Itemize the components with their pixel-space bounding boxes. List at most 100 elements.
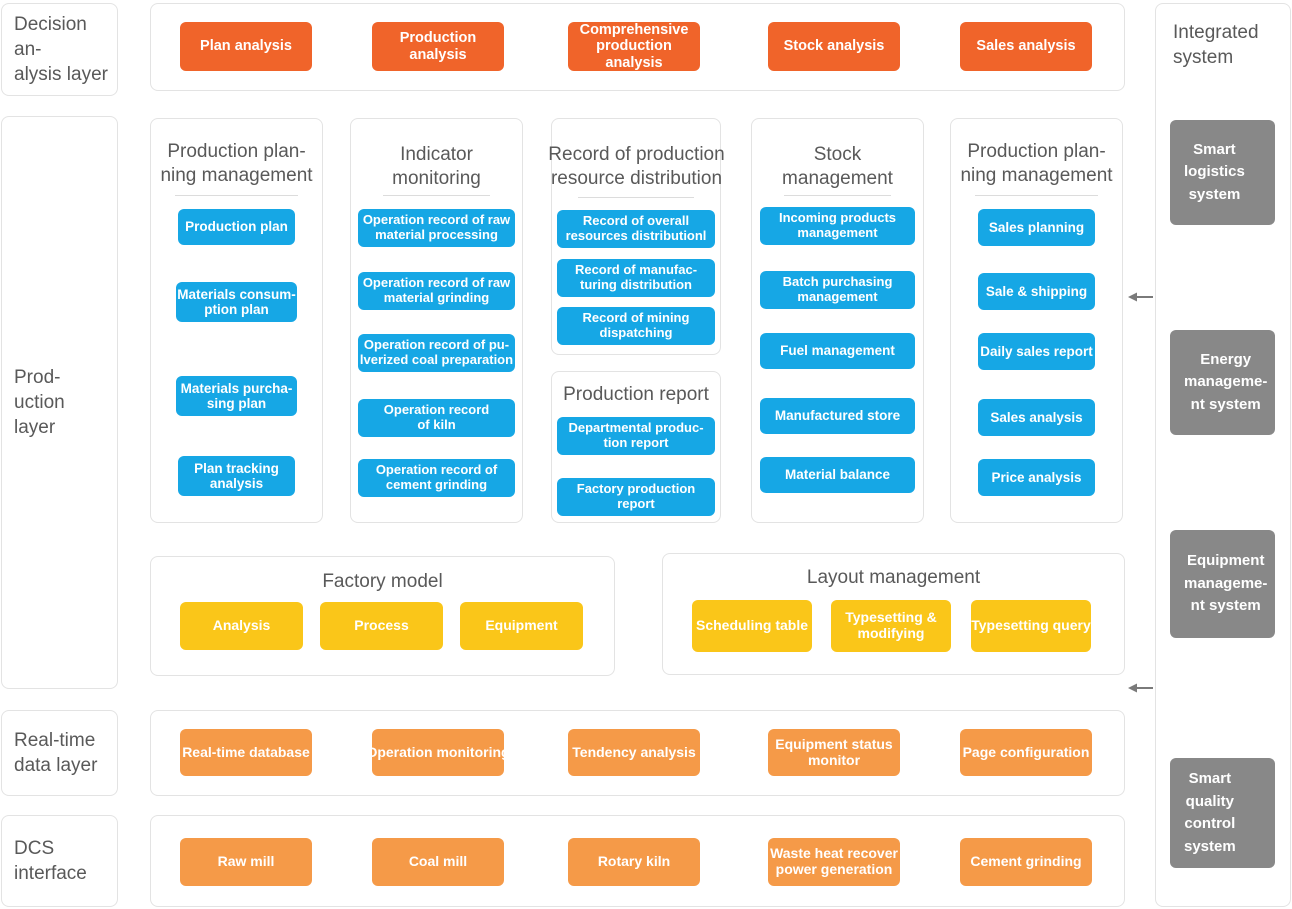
dcs-item-rotary-kiln[interactable]: Rotary kiln	[568, 838, 700, 886]
item-scheduling-table[interactable]: Scheduling table	[692, 600, 812, 652]
item-material-balance[interactable]: Material balance	[760, 457, 915, 493]
item-label: Real-time database	[182, 743, 310, 760]
section-card-stock-management	[751, 118, 924, 523]
layer-label-decision: Decision an-alysis layer	[1, 3, 118, 96]
item-label: Manufactured store	[774, 408, 901, 424]
decision-item-stock-analysis[interactable]: Stock analysis	[768, 22, 900, 71]
item-factory-model-process[interactable]: Process	[320, 602, 443, 650]
section-card-indicator-monitoring	[350, 118, 523, 523]
item-label: Rotary kiln	[597, 853, 671, 870]
item-operation-record-pulverized-coal-preparation[interactable]: Operation record of pu-lverized coal pre…	[358, 334, 515, 372]
realtime-item-real-time-database[interactable]: Real-time database	[180, 729, 312, 776]
item-label: Departmental produc-tion report	[568, 420, 704, 450]
dcs-item-cement-grinding[interactable]: Cement grinding	[960, 838, 1092, 886]
item-sales-analysis[interactable]: Sales analysis	[978, 399, 1095, 436]
item-departmental-production-report[interactable]: Departmental produc-tion report	[557, 417, 715, 455]
item-manufactured-store[interactable]: Manufactured store	[760, 398, 915, 434]
item-label: Typesetting query	[971, 617, 1091, 634]
decision-item-production-analysis[interactable]: Production analysis	[372, 22, 504, 71]
decision-item-label: Stock analysis	[783, 38, 885, 55]
item-label: Operation monitoring	[366, 743, 510, 760]
layer-label-decision-text: Decision an-alysis layer	[14, 14, 108, 85]
decision-item-label: Plan analysis	[200, 38, 292, 55]
realtime-item-operation-monitoring[interactable]: Operation monitoring	[366, 729, 510, 776]
decision-item-sales-analysis[interactable]: Sales analysis	[960, 22, 1092, 71]
item-label: Sales analysis	[990, 409, 1083, 425]
item-label: Scheduling table	[695, 617, 808, 634]
item-label: Typesetting &modifying	[845, 609, 937, 641]
item-typesetting-query[interactable]: Typesetting query	[971, 600, 1091, 652]
item-label: Sale & shipping	[985, 283, 1088, 299]
item-label: Price analysis	[991, 469, 1082, 485]
section-title-production-planning-management: Production plan-ning management	[160, 141, 313, 186]
item-label: Operation record of pu-lverized coal pre…	[359, 337, 514, 367]
dcs-item-coal-mill[interactable]: Coal mill	[372, 838, 504, 886]
item-price-analysis[interactable]: Price analysis	[978, 459, 1095, 496]
section-title-production-report: Production report	[563, 384, 709, 405]
item-label: Process	[354, 617, 409, 634]
section-title-underline	[578, 197, 694, 198]
item-fuel-management[interactable]: Fuel management	[760, 333, 915, 369]
item-production-plan[interactable]: Production plan	[178, 209, 295, 245]
item-label: Cement grinding	[970, 853, 1082, 870]
item-typesetting-and-modifying[interactable]: Typesetting &modifying	[831, 600, 951, 652]
item-materials-consumption-plan[interactable]: Materials consum-ption plan	[176, 282, 297, 322]
section-title-underline	[784, 195, 891, 196]
item-materials-purchasing-plan[interactable]: Materials purcha-sing plan	[176, 376, 297, 416]
item-label: Sales planning	[988, 219, 1085, 235]
item-label: Equipment	[485, 617, 558, 634]
item-label: Raw mill	[217, 853, 275, 870]
item-sale-and-shipping[interactable]: Sale & shipping	[978, 273, 1095, 310]
item-label: Record of manufac-turing distribution	[574, 262, 698, 292]
item-label: Coal mill	[408, 853, 468, 870]
item-daily-sales-report[interactable]: Daily sales report	[978, 333, 1095, 370]
item-label: Tendency analysis	[572, 743, 696, 760]
item-record-of-manufacturing-distribution[interactable]: Record of manufac-turing distribution	[557, 259, 715, 297]
dcs-item-raw-mill[interactable]: Raw mill	[180, 838, 312, 886]
realtime-item-tendency-analysis[interactable]: Tendency analysis	[568, 729, 700, 776]
item-factory-model-analysis[interactable]: Analysis	[180, 602, 303, 650]
section-title-underline	[383, 195, 490, 196]
decision-item-label: Sales analysis	[976, 38, 1076, 55]
item-factory-model-equipment[interactable]: Equipment	[460, 602, 583, 650]
item-label: Analysis	[212, 617, 271, 634]
section-title-layout-management: Layout management	[806, 567, 981, 588]
decision-item-plan-analysis[interactable]: Plan analysis	[180, 22, 312, 71]
realtime-item-page-configuration[interactable]: Page configuration	[960, 729, 1092, 776]
item-sales-planning[interactable]: Sales planning	[978, 209, 1095, 246]
